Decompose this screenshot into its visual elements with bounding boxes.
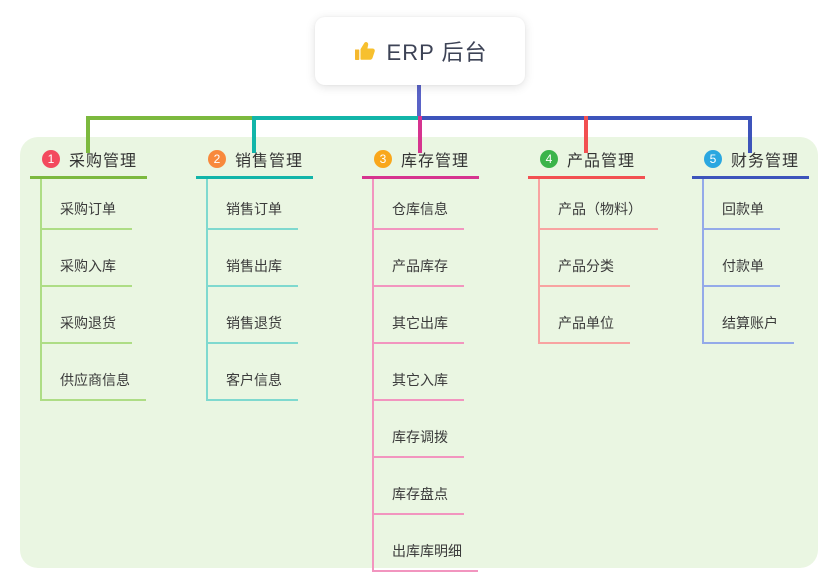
branch-label: 销售管理 xyxy=(235,153,304,170)
child-node[interactable]: 销售出库 xyxy=(208,230,298,287)
child-node[interactable]: 库存盘点 xyxy=(374,458,464,515)
branch-label: 采购管理 xyxy=(69,153,138,170)
branch-header-2[interactable]: 2 销售管理 xyxy=(196,148,313,179)
child-label: 库存调拨 xyxy=(392,429,448,445)
child-label: 客户信息 xyxy=(226,372,282,388)
child-label: 供应商信息 xyxy=(60,372,130,388)
bus-segment-2 xyxy=(252,116,422,120)
child-node[interactable]: 销售退货 xyxy=(208,287,298,344)
branch-number-badge: 5 xyxy=(704,150,722,168)
branch-number-badge: 4 xyxy=(540,150,558,168)
branch-children: 仓库信息产品库存其它出库其它入库库存调拨库存盘点出库库明细 xyxy=(372,179,478,572)
child-label: 销售出库 xyxy=(226,258,282,274)
child-label: 产品库存 xyxy=(392,258,448,274)
branch-drop-line-4 xyxy=(584,116,588,153)
child-label: 产品分类 xyxy=(558,258,614,274)
branch-number-badge: 2 xyxy=(208,150,226,168)
child-node[interactable]: 客户信息 xyxy=(208,344,298,401)
branch-header-4[interactable]: 4 产品管理 xyxy=(528,148,645,179)
branch-1: 1 采购管理采购订单采购入库采购退货供应商信息 xyxy=(30,148,147,401)
child-node[interactable]: 付款单 xyxy=(704,230,780,287)
child-label: 付款单 xyxy=(722,258,764,274)
branch-children: 采购订单采购入库采购退货供应商信息 xyxy=(40,179,146,401)
child-node[interactable]: 采购入库 xyxy=(42,230,132,287)
branch-header-5[interactable]: 5 财务管理 xyxy=(692,148,809,179)
canvas-panel xyxy=(20,137,818,568)
child-label: 其它入库 xyxy=(392,372,448,388)
branch-label: 产品管理 xyxy=(567,153,636,170)
branch-header-3[interactable]: 3 库存管理 xyxy=(362,148,479,179)
child-node[interactable]: 采购退货 xyxy=(42,287,132,344)
branch-2: 2 销售管理销售订单销售出库销售退货客户信息 xyxy=(196,148,313,401)
branch-children: 产品（物料） 产品分类产品单位 xyxy=(538,179,658,344)
branch-number-badge: 3 xyxy=(374,150,392,168)
child-label: 销售订单 xyxy=(226,201,282,217)
child-label: 产品（物料） xyxy=(558,201,642,217)
child-node[interactable]: 采购订单 xyxy=(42,179,132,230)
child-node[interactable]: 其它入库 xyxy=(374,344,464,401)
child-label: 库存盘点 xyxy=(392,486,448,502)
child-node[interactable]: 结算账户 xyxy=(704,287,794,344)
root-node[interactable]: ERP 后台 xyxy=(315,17,525,85)
branch-drop-line-5 xyxy=(748,116,752,153)
root-label: ERP 后台 xyxy=(386,40,488,65)
branch-children: 回款单付款单结算账户 xyxy=(702,179,794,344)
child-label: 销售退货 xyxy=(226,315,282,331)
branch-header-1[interactable]: 1 采购管理 xyxy=(30,148,147,179)
child-label: 采购退货 xyxy=(60,315,116,331)
child-node[interactable]: 产品分类 xyxy=(540,230,630,287)
child-label: 回款单 xyxy=(722,201,764,217)
child-node[interactable]: 产品库存 xyxy=(374,230,464,287)
child-label: 结算账户 xyxy=(722,315,778,331)
branch-5: 5 财务管理回款单付款单结算账户 xyxy=(692,148,809,344)
child-node[interactable]: 仓库信息 xyxy=(374,179,464,230)
branch-drop-line-1 xyxy=(86,116,90,153)
root-drop-line xyxy=(417,84,421,118)
branch-drop-line-3 xyxy=(418,116,422,153)
child-node[interactable]: 出库库明细 xyxy=(374,515,478,572)
child-label: 采购订单 xyxy=(60,201,116,217)
child-node[interactable]: 供应商信息 xyxy=(42,344,146,401)
child-node[interactable]: 其它出库 xyxy=(374,287,464,344)
branch-children: 销售订单销售出库销售退货客户信息 xyxy=(206,179,298,401)
branch-label: 库存管理 xyxy=(401,153,470,170)
child-node[interactable]: 回款单 xyxy=(704,179,780,230)
branch-number-badge: 1 xyxy=(42,150,60,168)
bus-segment-1 xyxy=(86,116,256,120)
child-node[interactable]: 销售订单 xyxy=(208,179,298,230)
child-label: 仓库信息 xyxy=(392,201,448,217)
child-label: 采购入库 xyxy=(60,258,116,274)
branch-3: 3 库存管理仓库信息产品库存其它出库其它入库库存调拨库存盘点出库库明细 xyxy=(362,148,479,572)
child-node[interactable]: 库存调拨 xyxy=(374,401,464,458)
child-label: 产品单位 xyxy=(558,315,614,331)
branch-label: 财务管理 xyxy=(731,153,800,170)
branch-drop-line-2 xyxy=(252,116,256,153)
branch-4: 4 产品管理产品（物料） 产品分类产品单位 xyxy=(528,148,658,344)
thumbs-up-icon xyxy=(354,42,375,60)
child-node[interactable]: 产品（物料） xyxy=(540,179,658,230)
child-node[interactable]: 产品单位 xyxy=(540,287,630,344)
child-label: 其它出库 xyxy=(392,315,448,331)
child-label: 出库库明细 xyxy=(392,543,462,559)
